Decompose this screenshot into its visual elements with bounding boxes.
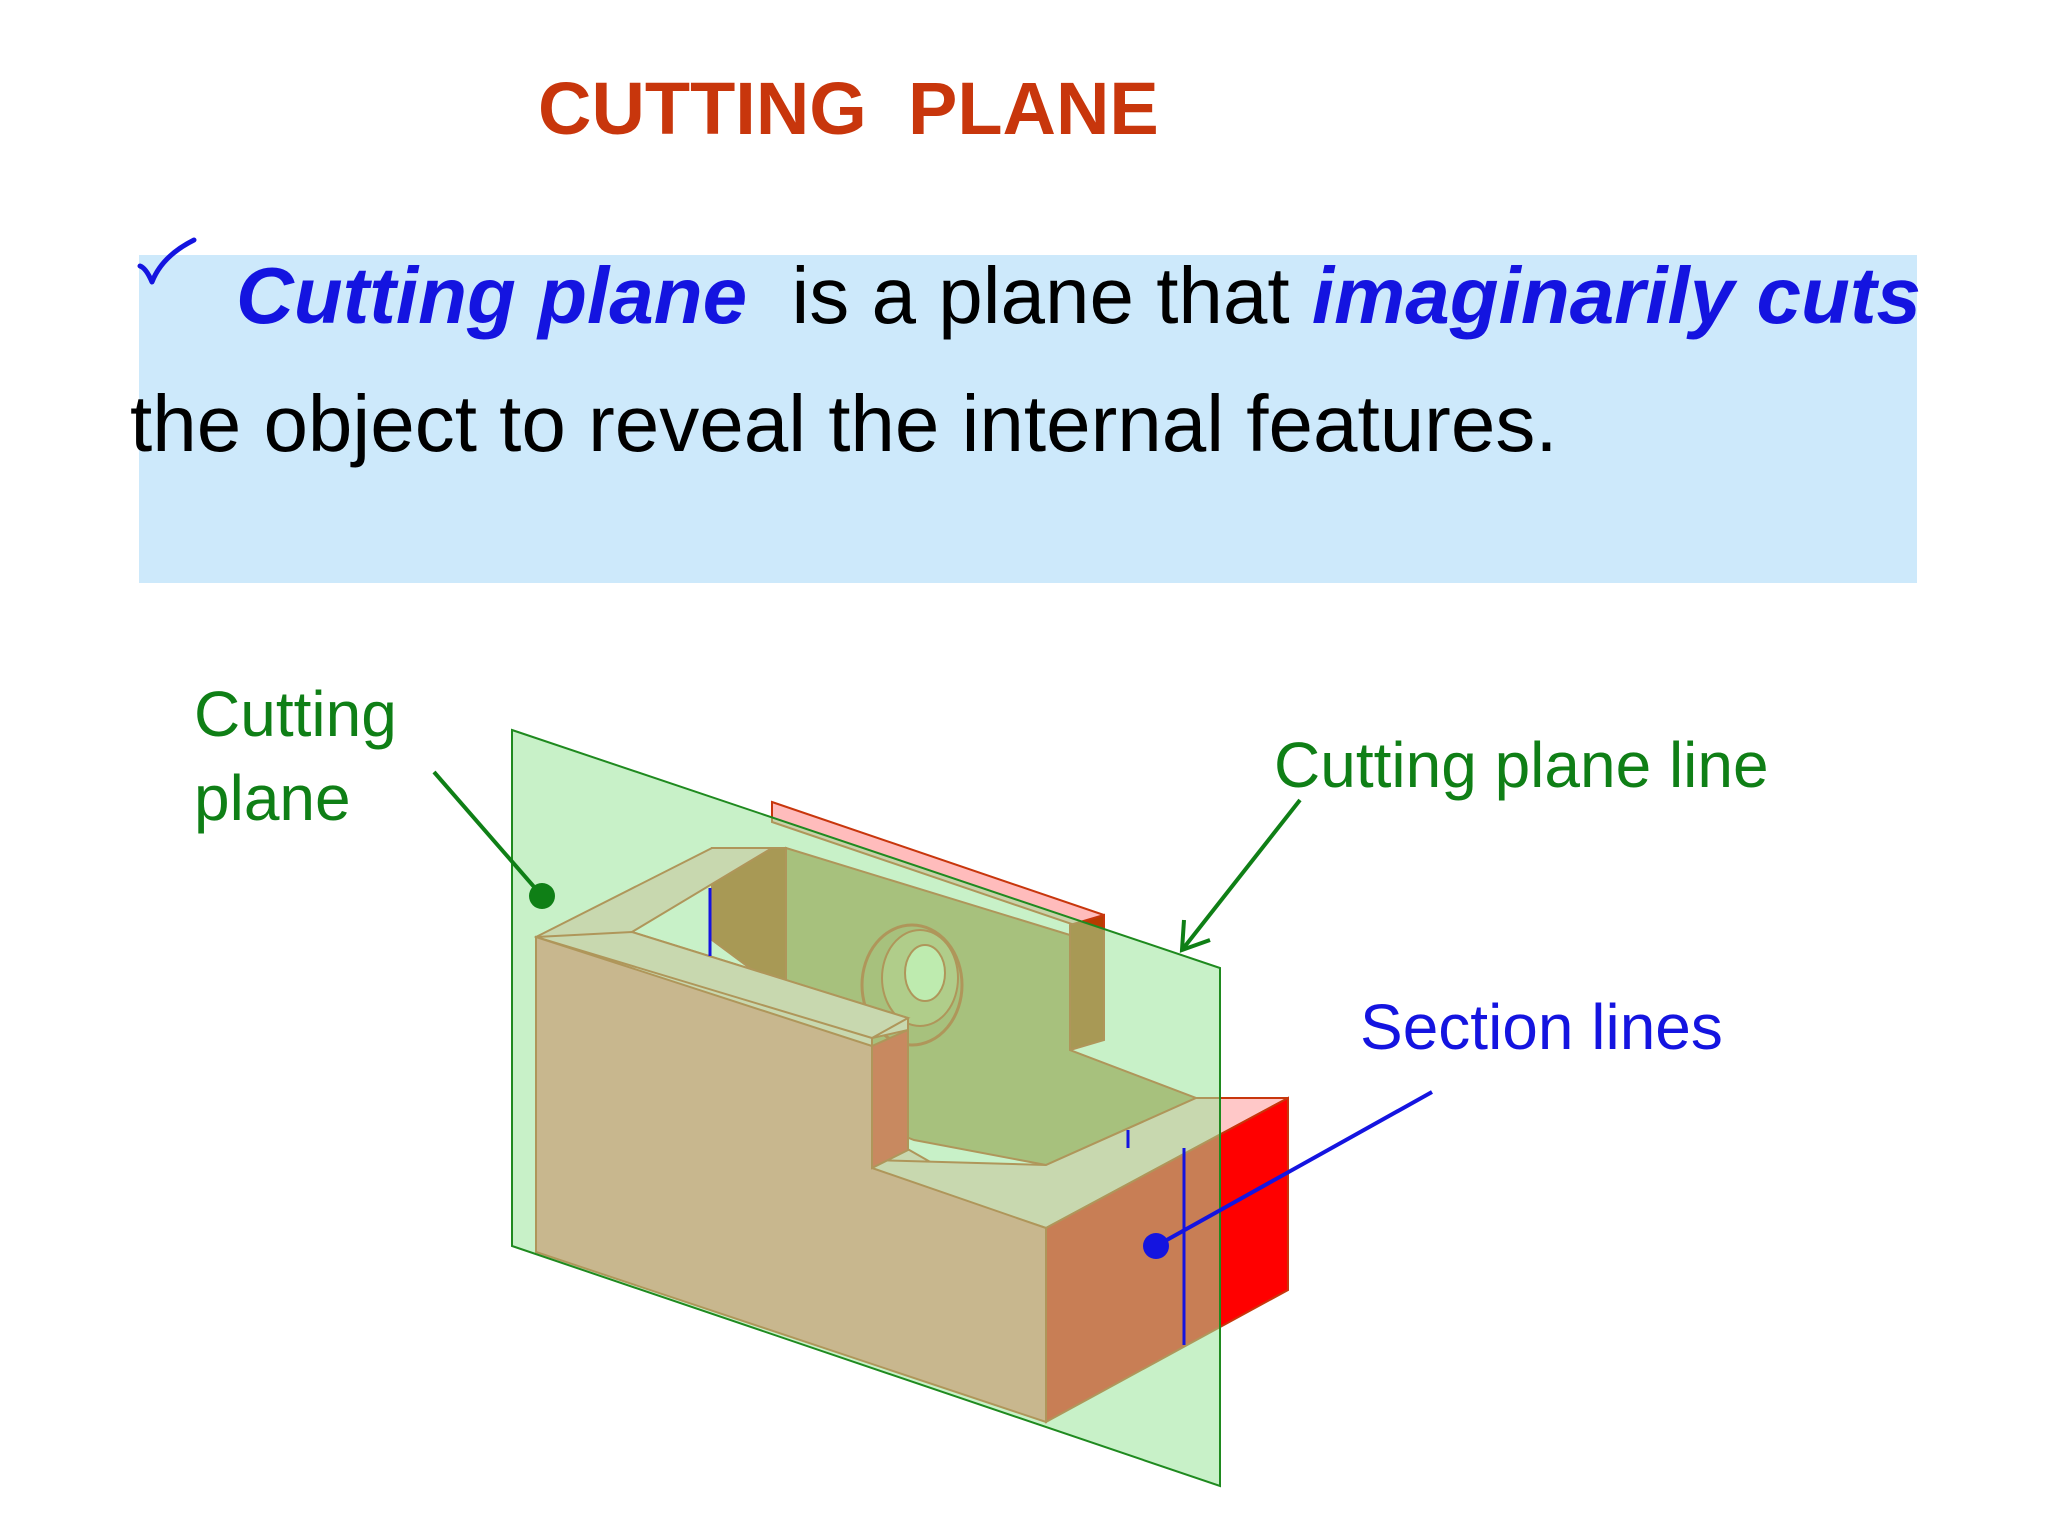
- definition-line-2: the object to reveal the internal featur…: [130, 379, 1558, 468]
- label-cutting-plane-line: Cutting plane line: [1274, 729, 1769, 801]
- definition-text-middle: is a plane that: [747, 251, 1312, 340]
- definition-emphasis: imaginarily cuts: [1311, 251, 1921, 340]
- slide-title: CUTTING PLANE: [538, 67, 1159, 150]
- label-section-lines: Section lines: [1360, 991, 1723, 1063]
- section-lines-leader: [1155, 1090, 1433, 1248]
- definition-highlight-box: [139, 255, 1917, 583]
- definition-term: Cutting plane: [236, 251, 748, 340]
- label-cutting-plane: Cutting plane: [194, 678, 397, 834]
- check-icon: [137, 237, 197, 285]
- cutting-plane-leader-dot: [529, 883, 555, 909]
- definition-line-1: Cutting plane is a plane that imaginaril…: [236, 250, 1921, 342]
- cutting-plane-line-leader: [1180, 798, 1302, 952]
- section-lines-leader-dot: [1143, 1233, 1169, 1259]
- cutting-plane: [511, 728, 1221, 1488]
- cutting-plane-leader: [432, 770, 544, 898]
- cutting-plane-line-arrowhead: [1179, 919, 1211, 953]
